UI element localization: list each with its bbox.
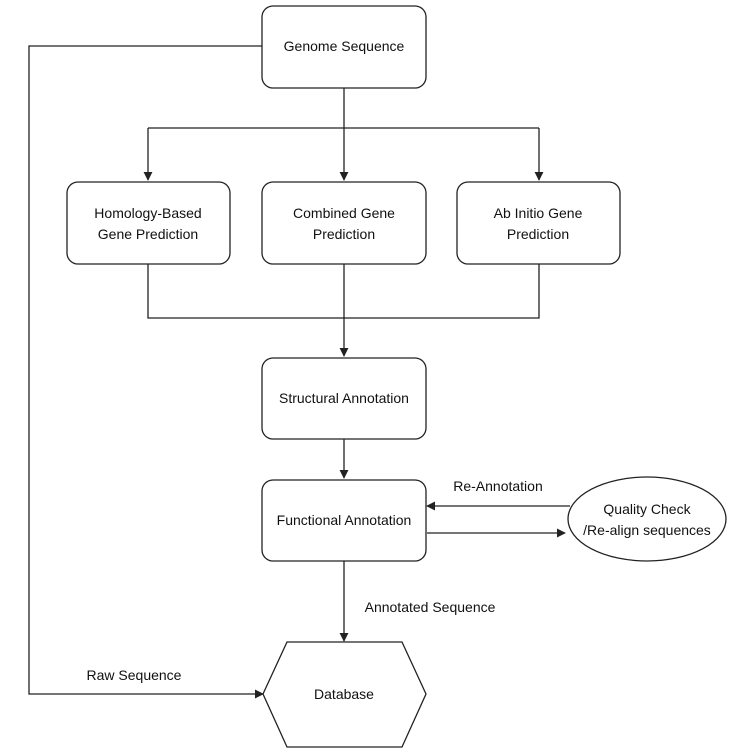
edge-abinitio-merge [344, 264, 540, 319]
annotated-sequence-label: Annotated Sequence [365, 599, 496, 615]
homology-label-line2: Gene Prediction [98, 226, 198, 242]
functional-annotation-label: Functional Annotation [277, 512, 412, 528]
structural-annotation-label: Structural Annotation [279, 390, 409, 406]
database-label: Database [314, 686, 374, 702]
genome-sequence-label: Genome Sequence [284, 38, 405, 54]
edge-homology-merge [147, 264, 344, 319]
quality-check-label-line1: Quality Check [603, 501, 691, 517]
node-abinitio-prediction: Ab Initio Gene Prediction [456, 181, 621, 265]
abinitio-label-line1: Ab Initio Gene [494, 205, 583, 221]
quality-check-label-line2: /Re-align sequences [583, 522, 711, 538]
node-homology-prediction: Homology-Based Gene Prediction [66, 181, 231, 265]
edge-raw-sequence [28, 45, 264, 699]
node-quality-check: Quality Check /Re-align sequences [567, 476, 727, 562]
homology-label-line1: Homology-Based [94, 205, 201, 221]
reannotation-label: Re-Annotation [453, 478, 543, 494]
raw-sequence-label: Raw Sequence [87, 667, 182, 683]
node-database: Database [262, 641, 427, 748]
node-functional-annotation: Functional Annotation [261, 479, 427, 562]
node-genome-sequence: Genome Sequence [261, 5, 427, 89]
abinitio-label-line2: Prediction [507, 226, 569, 242]
node-structural-annotation: Structural Annotation [261, 357, 427, 440]
combined-label-line2: Prediction [313, 226, 375, 242]
combined-label-line1: Combined Gene [293, 205, 395, 221]
node-combined-prediction: Combined Gene Prediction [261, 181, 427, 265]
